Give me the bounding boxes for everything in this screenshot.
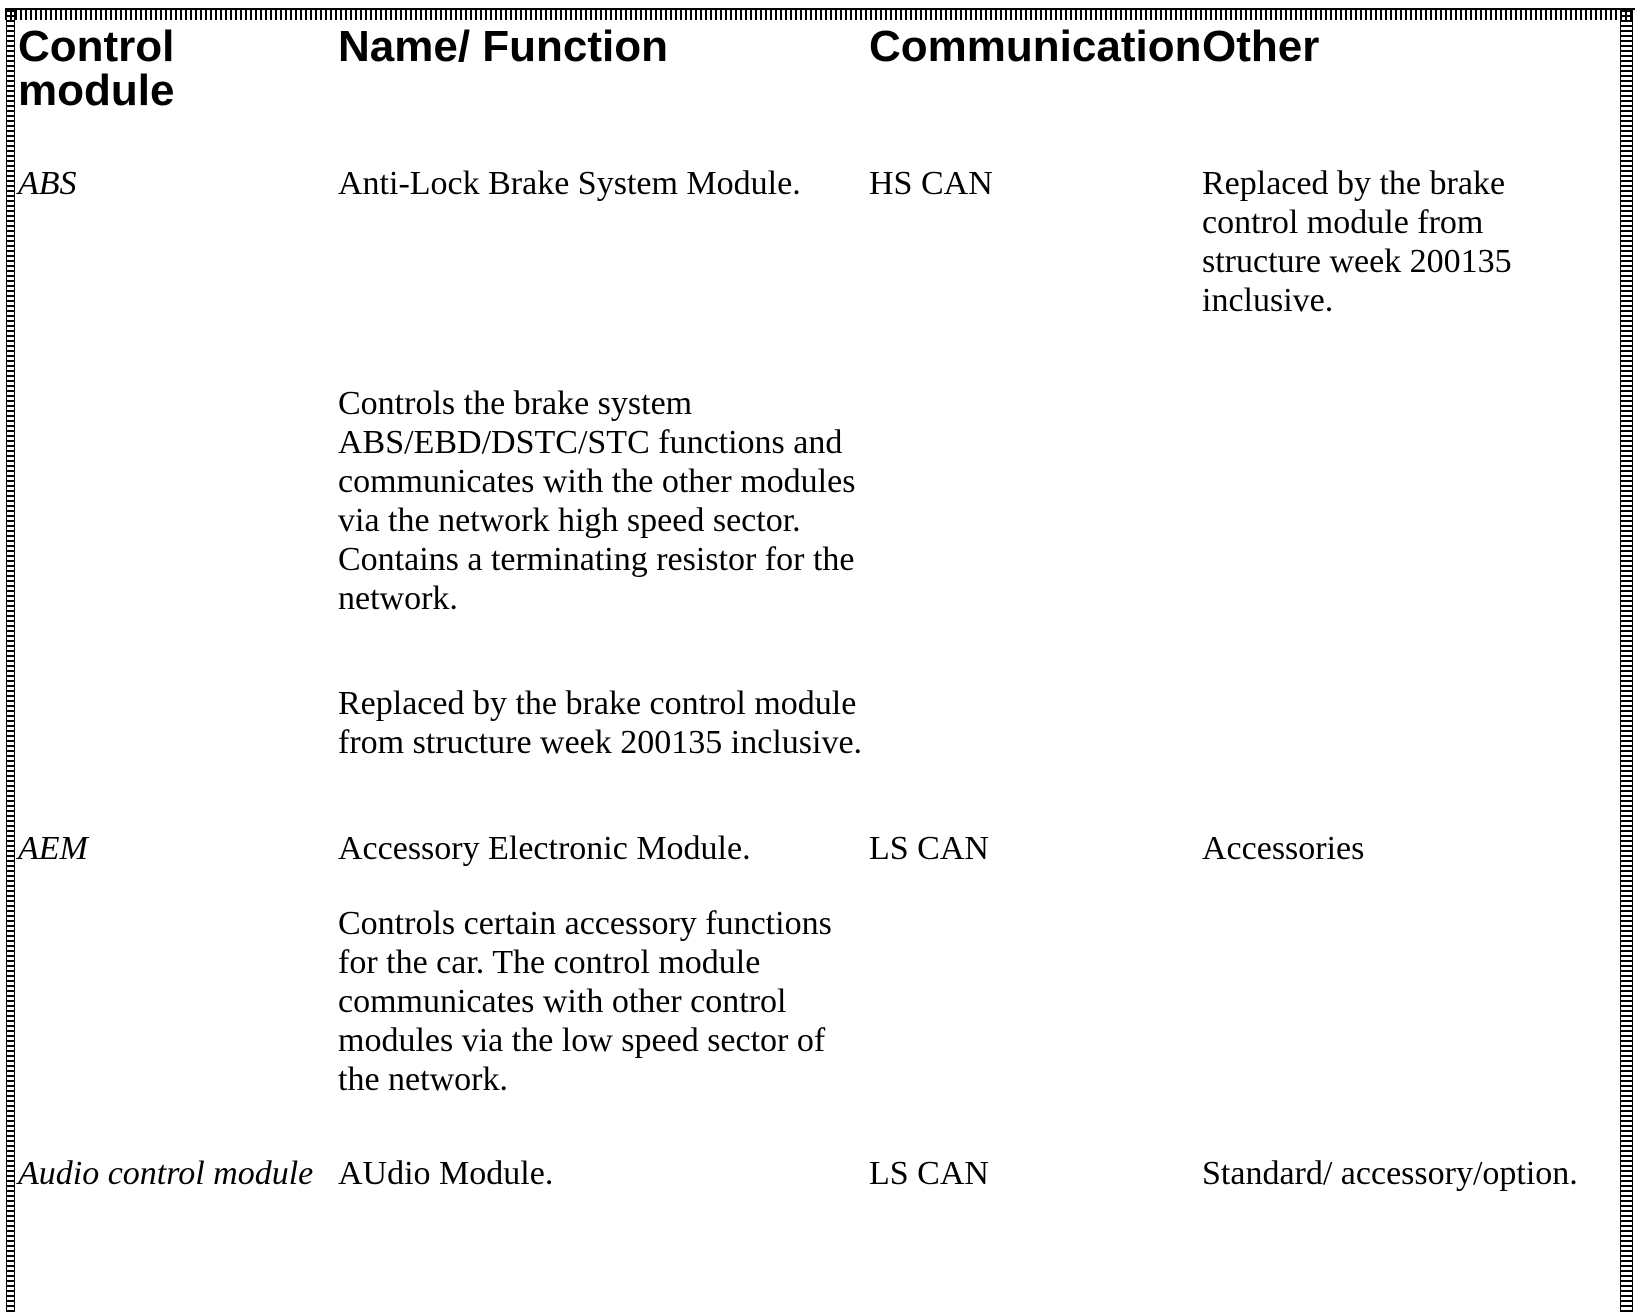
other-paragraph: Standard/ accessory/option. [1202, 1155, 1578, 1192]
table-row-audio-control-module: Audio control module AUdio Module. LS CA… [18, 1154, 1628, 1193]
cell-communication: LS CAN [869, 830, 989, 867]
name-function-paragraph: Replaced by the brake control module fro… [338, 685, 863, 761]
table-header-row: Control module Name/ Function Communicat… [18, 25, 1628, 113]
other-paragraph: Replaced by the brake control module fro… [1202, 165, 1512, 319]
cell-control-module: ABS [18, 165, 77, 202]
table-border-top [5, 8, 1635, 20]
name-function-paragraph: Controls certain accessory functions for… [338, 905, 832, 1098]
other-paragraph: Accessories [1202, 830, 1365, 867]
cell-communication: LS CAN [869, 1155, 989, 1192]
name-function-paragraph: Controls the brake system ABS/EBD/DSTC/S… [338, 385, 856, 617]
column-header-communication: Communication [869, 22, 1202, 71]
cell-name-function: Accessory Electronic Module. Controls ce… [338, 829, 869, 1099]
column-header-control-module: Control module [18, 22, 175, 115]
name-function-paragraph: Anti-Lock Brake System Module. [338, 165, 801, 202]
column-header-other: Other [1202, 22, 1320, 71]
table-border-left [6, 8, 15, 1312]
name-function-paragraph: AUdio Module. [338, 1155, 554, 1192]
cell-other: Accessories [1202, 829, 1592, 868]
cell-control-module: Audio control module [18, 1155, 314, 1192]
cell-other: Replaced by the brake control module fro… [1202, 164, 1592, 320]
table-row-aem: AEM Accessory Electronic Module. Control… [18, 829, 1628, 1099]
control-modules-table: Control module Name/ Function Communicat… [18, 25, 1628, 1193]
table-border-right [1620, 8, 1633, 1312]
cell-communication: HS CAN [869, 165, 993, 202]
cell-name-function: AUdio Module. [338, 1154, 869, 1193]
cell-control-module: AEM [18, 830, 88, 867]
table-row-abs: ABS Anti-Lock Brake System Module. Contr… [18, 164, 1628, 762]
name-function-paragraph: Accessory Electronic Module. [338, 830, 751, 867]
cell-name-function: Anti-Lock Brake System Module. Controls … [338, 164, 869, 762]
column-header-name-function: Name/ Function [338, 22, 669, 71]
cell-other: Standard/ accessory/option. [1202, 1154, 1592, 1193]
